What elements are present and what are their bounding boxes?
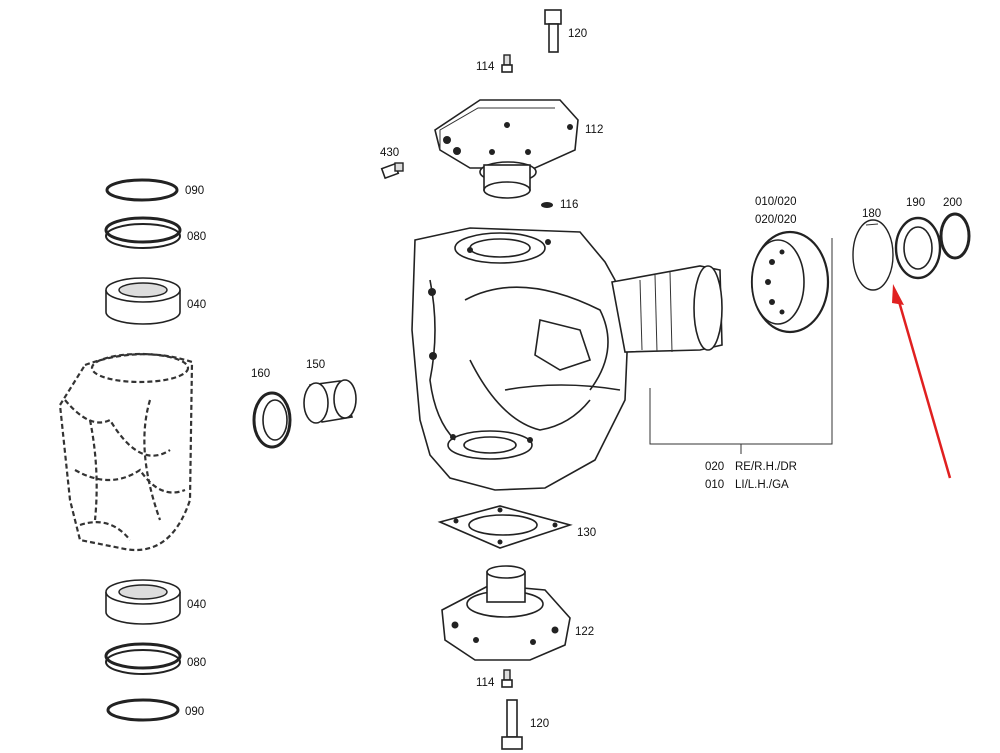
plug-430[interactable] <box>380 162 404 180</box>
legend-row1-code: 020 <box>705 461 724 473</box>
label-200: 200 <box>943 197 962 209</box>
label-150: 150 <box>306 359 325 371</box>
label-010-020: 010/020 <box>755 196 797 208</box>
grease-nipple-114-bottom[interactable] <box>501 669 513 688</box>
ring-090-top[interactable] <box>105 178 179 202</box>
seal-080-top[interactable] <box>104 216 182 249</box>
bolt-120-bottom[interactable] <box>501 699 523 750</box>
legend-row2-code: 010 <box>705 479 724 491</box>
label-190: 190 <box>906 197 925 209</box>
label-160: 160 <box>251 368 270 380</box>
axle-housing-reference <box>58 352 194 552</box>
flange-ring[interactable] <box>750 230 830 334</box>
gasket-130[interactable] <box>437 505 573 549</box>
seal-160[interactable] <box>252 391 292 449</box>
arrow-head <box>892 284 904 305</box>
label-430: 430 <box>380 147 399 159</box>
label-130: 130 <box>577 527 596 539</box>
part-116[interactable] <box>541 202 553 208</box>
bearing-040-bottom[interactable] <box>105 579 181 625</box>
label-116: 116 <box>560 199 578 211</box>
grease-nipple-114-top[interactable] <box>501 54 513 73</box>
snap-ring-200[interactable] <box>939 212 971 260</box>
label-120-top: 120 <box>568 28 587 40</box>
label-080-top: 080 <box>187 231 206 243</box>
arrow-shaft <box>896 297 952 479</box>
label-114-top: 114 <box>476 61 495 73</box>
label-090-top: 090 <box>185 185 204 197</box>
label-090-bottom: 090 <box>185 706 204 718</box>
lower-cap-122[interactable] <box>441 565 571 661</box>
label-040-bottom: 040 <box>187 599 206 611</box>
washer-180[interactable] <box>852 219 894 291</box>
red-arrow-annotation <box>892 284 952 479</box>
ring-190[interactable] <box>894 216 942 280</box>
label-122: 122 <box>575 626 594 638</box>
label-120-bottom: 120 <box>530 718 549 730</box>
steering-knuckle-010-020[interactable] <box>411 227 723 491</box>
bearing-040-top[interactable] <box>105 277 181 325</box>
label-114-bottom: 114 <box>476 677 495 689</box>
ring-090-bottom[interactable] <box>106 698 180 722</box>
label-180: 180 <box>862 208 881 220</box>
legend-row1-text: RE/R.H./DR <box>735 461 797 473</box>
legend-row2-text: LI/L.H./GA <box>735 479 789 491</box>
label-080-bottom: 080 <box>187 657 206 669</box>
label-112: 112 <box>585 124 603 136</box>
bolt-120-top[interactable] <box>544 9 562 53</box>
upper-cap-112[interactable] <box>434 99 579 199</box>
label-020-020: 020/020 <box>755 214 797 226</box>
label-040-top: 040 <box>187 299 206 311</box>
seal-080-bottom[interactable] <box>104 642 182 675</box>
bushing-150[interactable] <box>303 379 357 424</box>
